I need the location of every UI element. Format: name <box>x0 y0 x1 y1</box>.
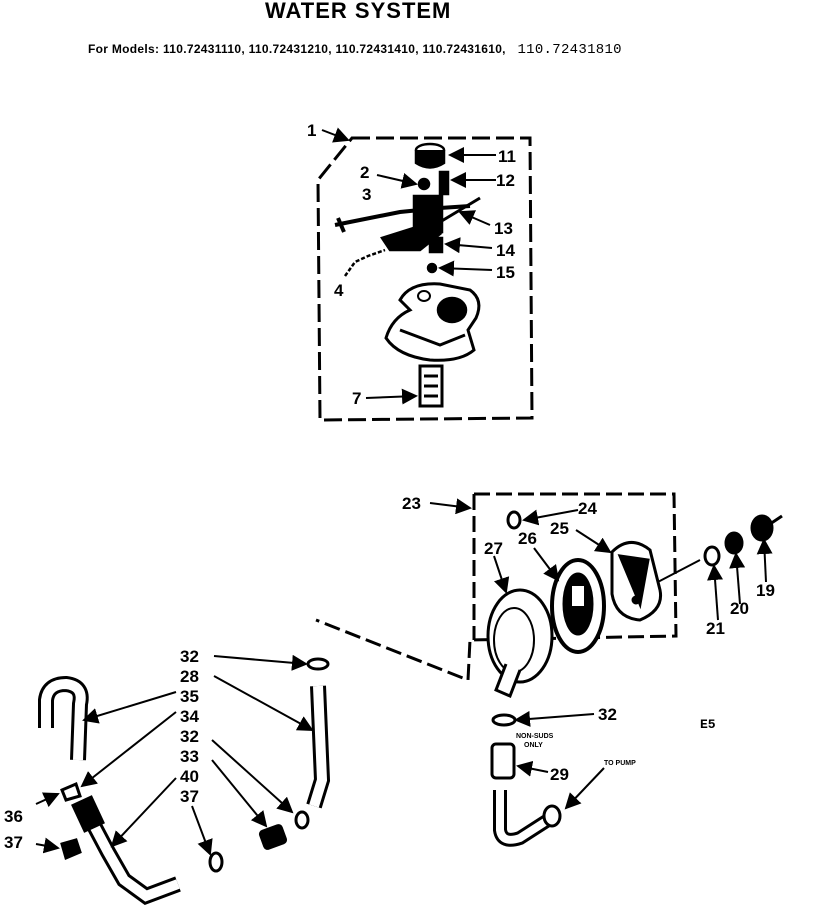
callout-4: 4 <box>334 281 344 300</box>
wire-part-4 <box>343 248 386 277</box>
callout-32b: 32 <box>180 727 199 746</box>
callout-19: 19 <box>756 581 775 600</box>
callout-26: 26 <box>518 529 537 548</box>
callout-20: 20 <box>730 599 749 618</box>
clamp-part-37b <box>208 851 224 873</box>
knob-part-19 <box>750 514 774 542</box>
callout-3: 3 <box>362 185 371 204</box>
clamp-part-32c <box>491 713 517 727</box>
cap-part-37a <box>60 838 82 861</box>
callout-32a: 32 <box>180 647 199 666</box>
note-non-suds: NON-SUDS <box>516 733 554 740</box>
callout-7: 7 <box>352 389 361 408</box>
hose-part-29 <box>490 742 516 780</box>
left-leader-lines <box>35 654 314 856</box>
callout-27: 27 <box>484 539 503 558</box>
solenoid-port <box>417 290 431 302</box>
models-line: For Models: 110.72431110, 110.72431210, … <box>88 42 622 58</box>
page-title: WATER SYSTEM <box>265 0 452 23</box>
housing-part-27-inner <box>493 607 535 673</box>
callout-33: 33 <box>180 747 199 766</box>
model-extra: 110.72431810 <box>517 42 622 58</box>
callout-24: 24 <box>578 499 597 518</box>
hose-part-28 <box>309 685 328 808</box>
pump-hose-end <box>542 804 562 828</box>
callout-40: 40 <box>180 767 199 786</box>
callout-14: 14 <box>496 241 515 260</box>
cap-part-36 <box>60 781 82 802</box>
assembly-1-group <box>316 136 534 422</box>
clamp-part-32b <box>294 810 310 830</box>
filter-parts <box>486 510 783 698</box>
callout-35: 35 <box>180 687 199 706</box>
filter-mesh <box>424 374 438 398</box>
solenoid-housing <box>384 282 481 362</box>
callout-2: 2 <box>360 163 369 182</box>
stem-part-14 <box>428 236 444 254</box>
models-list: 110.72431110, 110.72431210, 110.72431410… <box>162 42 506 56</box>
washer-part-21 <box>703 545 721 567</box>
pump-hose-group <box>490 713 562 847</box>
filter-leader-lines <box>429 498 773 621</box>
housing-outlet <box>494 663 522 698</box>
pump-hose-inner <box>496 790 551 844</box>
callout-21: 21 <box>706 619 725 638</box>
solenoid-coil <box>436 296 468 324</box>
clamp-part-32a <box>306 657 330 671</box>
callout-1: 1 <box>307 121 316 140</box>
knob-stem <box>769 514 783 526</box>
connector-part-33 <box>258 824 288 850</box>
diagram-code: E5 <box>700 717 716 732</box>
note-to-pump: TO PUMP <box>604 760 636 767</box>
lever-part-3b <box>336 217 346 233</box>
cover-screw <box>631 595 641 605</box>
callout-23: 23 <box>402 494 421 513</box>
clip-part-24 <box>506 510 522 530</box>
pin-part-13 <box>439 196 481 224</box>
left-hose-group <box>38 657 331 906</box>
assembly-1-dashed-frame <box>316 136 534 422</box>
assembly-23-frame-right-ext <box>653 559 701 585</box>
hose-part-35 <box>41 678 86 761</box>
callout-13: 13 <box>494 219 513 238</box>
callout-32c: 32 <box>598 705 617 724</box>
washer-part-15 <box>426 262 438 274</box>
callout-36: 36 <box>4 807 23 826</box>
callout-34: 34 <box>180 707 199 726</box>
washer-part-20 <box>724 531 744 555</box>
callout-15: 15 <box>496 263 515 282</box>
cap-part-11-body <box>414 150 446 169</box>
callout-37a: 37 <box>4 833 23 852</box>
spring-part-12 <box>438 170 450 196</box>
note-only: ONLY <box>524 742 543 749</box>
callout-11: 11 <box>498 147 516 166</box>
valve-assembly <box>334 142 481 408</box>
solenoid-shading <box>399 328 466 347</box>
callout-25: 25 <box>550 519 569 538</box>
pump-leader-lines <box>514 710 605 810</box>
hose-part-40 <box>85 815 180 902</box>
cover-part-25-rib <box>617 554 650 610</box>
models-prefix: For Models: <box>88 42 160 56</box>
ball-part-2 <box>417 177 431 191</box>
callout-37b: 37 <box>180 787 199 806</box>
callout-28: 28 <box>180 667 199 686</box>
callout-12: 12 <box>496 171 515 190</box>
top-leader-lines <box>321 127 496 405</box>
callout-29: 29 <box>550 765 569 784</box>
tee-part-34 <box>71 795 105 833</box>
